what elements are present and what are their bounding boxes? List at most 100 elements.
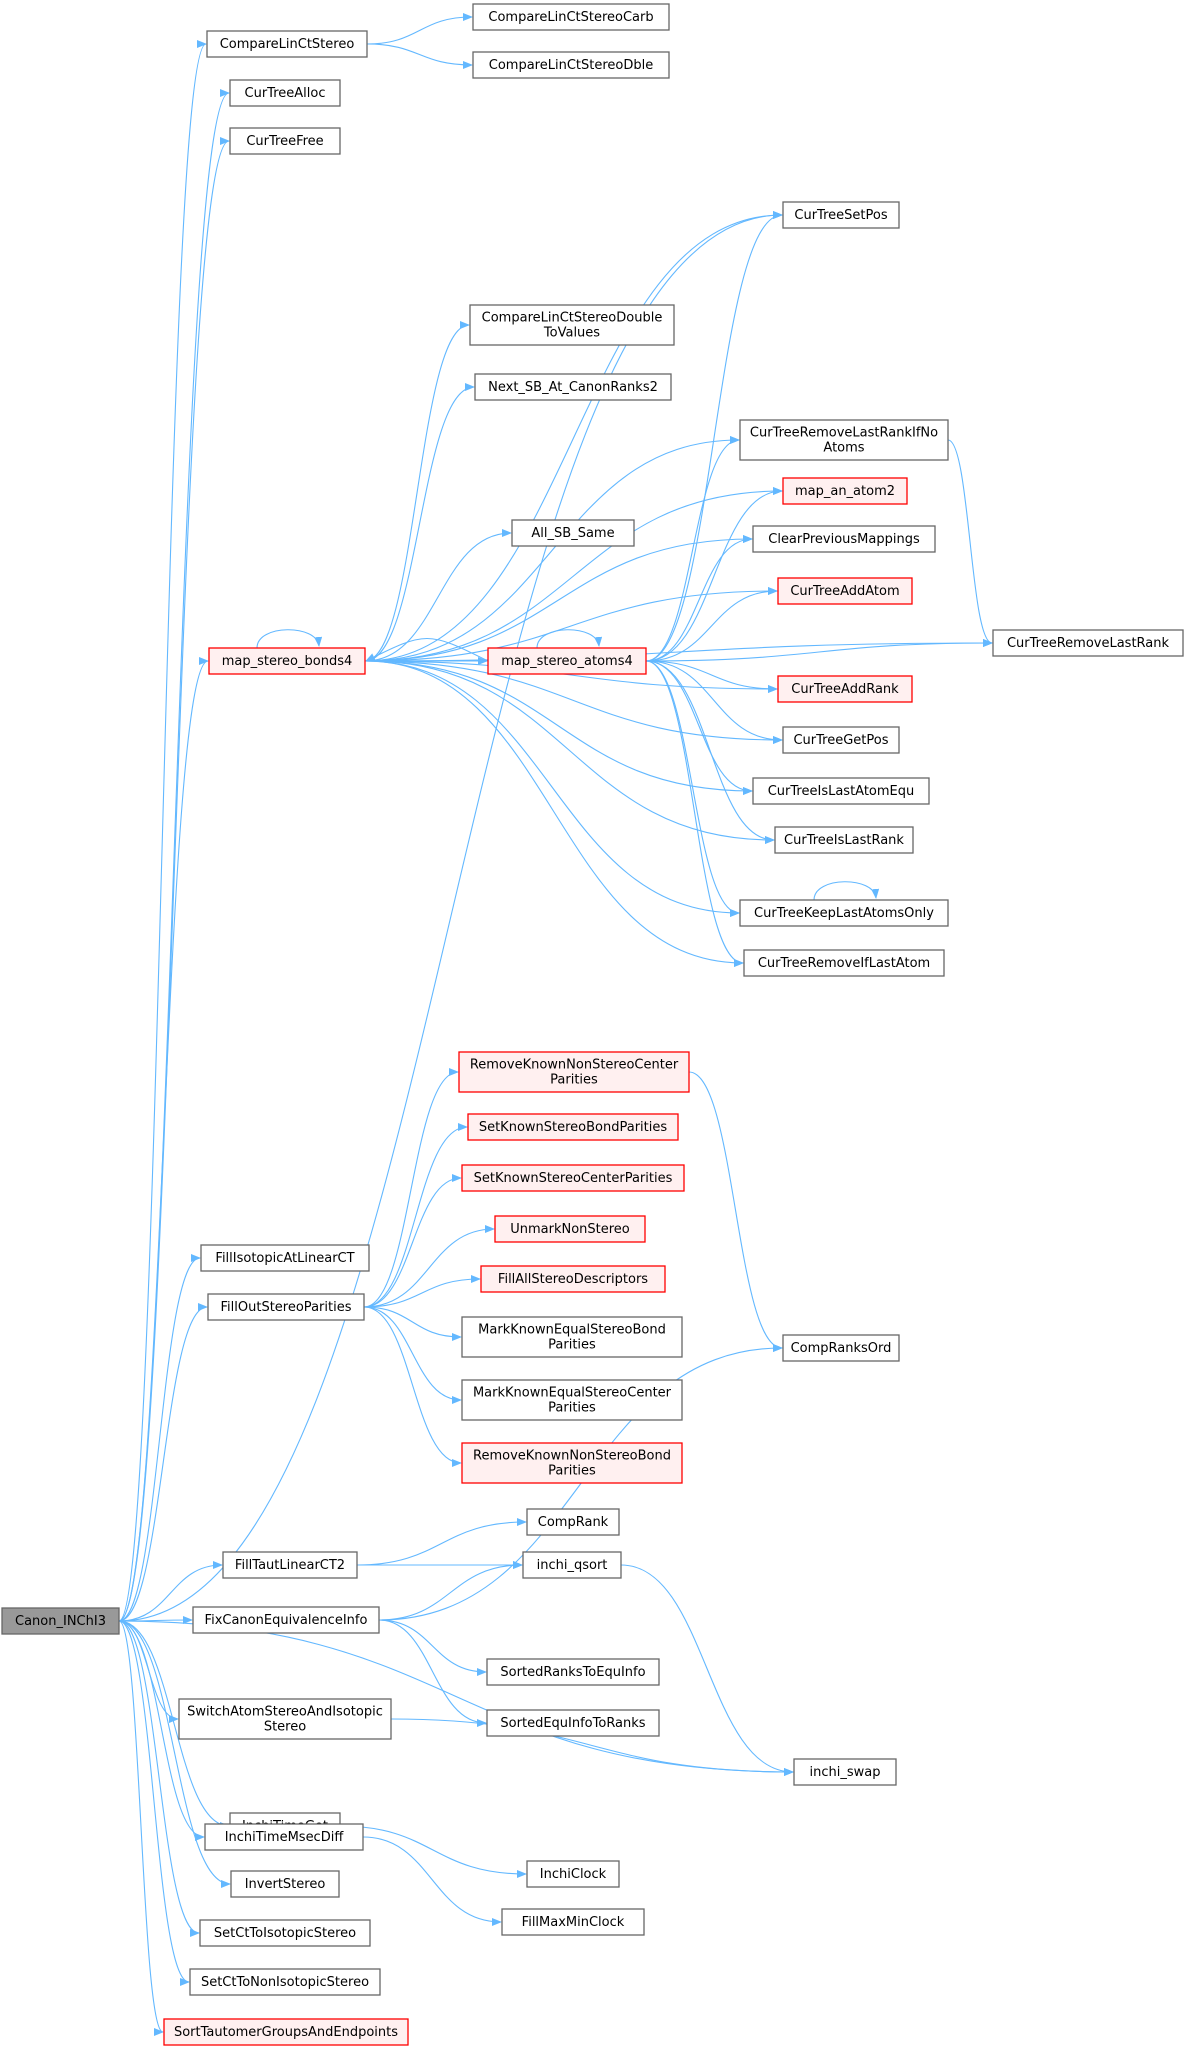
node-box	[486, 1658, 660, 1686]
node-label: All_SB_Same	[531, 526, 614, 541]
node-box	[461, 1442, 683, 1484]
edge-fcei-to-srtei	[378, 1619, 487, 1676]
node-fixcanonequivalenceinfo[interactable]: FixCanonEquivalenceInfo	[192, 1606, 380, 1634]
edge-msb4-to-nsb	[364, 383, 475, 662]
node-box	[486, 1709, 660, 1737]
node-box	[192, 1606, 380, 1634]
node-label: CurTreeKeepLastAtomsOnly	[754, 906, 934, 921]
node-curtreeislastrank[interactable]: CurTreeIsLastRank	[774, 826, 914, 854]
node-label: Parities	[548, 1401, 596, 1416]
edge-clcs-to-clcsd	[366, 43, 473, 69]
node-label: FillMaxMinClock	[522, 1915, 625, 1930]
node-box	[739, 899, 949, 927]
node-unmarknonstereo[interactable]: UnmarkNonStereo	[494, 1215, 646, 1243]
node-label: CurTreeRemoveIfLastAtom	[758, 956, 930, 971]
node-sortedrankstoequinfo[interactable]: SortedRanksToEquInfo	[486, 1658, 660, 1686]
node-label: CurTreeGetPos	[793, 733, 888, 748]
node-filltautlinearct2[interactable]: FillTautLinearCT2	[222, 1551, 358, 1579]
node-label: InvertStereo	[245, 1877, 326, 1892]
node-canon-inchi3[interactable]: Canon_INChI3	[1, 1607, 120, 1635]
node-compranksord[interactable]: CompRanksOrd	[782, 1334, 900, 1362]
edge-msa4-to-ctar	[645, 660, 778, 693]
node-label: CurTreeAddRank	[791, 682, 899, 697]
node-setcttoisotopicstereo[interactable]: SetCtToIsotopicStereo	[199, 1919, 371, 1947]
node-curtreekeeplastatomsonly[interactable]: CurTreeKeepLastAtomsOnly	[739, 899, 949, 927]
node-label: Next_SB_At_CanonRanks2	[488, 380, 658, 395]
node-fillisotopicatlinearct[interactable]: FillIsotopicAtLinearCT	[200, 1244, 370, 1272]
edge-ctrlrna-to-ctrlr	[947, 439, 993, 647]
node-label: SetKnownStereoBondParities	[479, 1120, 668, 1135]
node-setknownstereocenterparities[interactable]: SetKnownStereoCenterParities	[461, 1164, 685, 1192]
node-box	[494, 1215, 646, 1243]
node-inchi-qsort[interactable]: inchi_qsort	[522, 1551, 622, 1579]
edge-canon-to-fosp	[118, 1303, 208, 1622]
node-curtreealloc[interactable]: CurTreeAlloc	[229, 79, 341, 107]
node-comprank[interactable]: CompRank	[526, 1508, 620, 1536]
node-invertstereo[interactable]: InvertStereo	[230, 1870, 340, 1898]
node-label: FillAllStereoDescriptors	[498, 1272, 648, 1287]
node-label: CompareLinCtStereoDouble	[482, 311, 663, 326]
node-box	[199, 1919, 371, 1947]
node-map-stereo-bonds4[interactable]: map_stereo_bonds4	[208, 647, 366, 675]
node-box	[163, 2018, 409, 2046]
node-box	[461, 1316, 683, 1358]
node-map-an-atom2[interactable]: map_an_atom2	[782, 477, 908, 505]
node-label: CompareLinCtStereoDble	[489, 58, 653, 73]
edge-fcei-to-seitr	[378, 1619, 487, 1727]
node-inchiclock[interactable]: InchiClock	[526, 1860, 620, 1888]
node-label: Canon_INChI3	[15, 1614, 106, 1629]
edge-msa4-to-maa2	[645, 487, 783, 662]
node-curtreefree[interactable]: CurTreeFree	[229, 127, 341, 155]
node-curtreesetpos[interactable]: CurTreeSetPos	[782, 201, 900, 229]
node-curtreegetpos[interactable]: CurTreeGetPos	[782, 726, 900, 754]
node-fillallstereodescriptors[interactable]: FillAllStereoDescriptors	[480, 1265, 666, 1293]
node-label: Parities	[548, 1464, 596, 1479]
node-comparelinctstereocarb[interactable]: CompareLinCtStereoCarb	[472, 3, 670, 31]
node-map-stereo-atoms4[interactable]: map_stereo_atoms4	[487, 647, 647, 675]
node-box	[480, 1265, 666, 1293]
node-label: Parities	[550, 1073, 598, 1088]
node-comparelinctstereodble[interactable]: CompareLinCtStereoDble	[472, 51, 670, 79]
node-box	[752, 525, 936, 553]
edge-msb4-to-ctrlr	[364, 639, 993, 662]
node-curtreeremovelastrank[interactable]: CurTreeRemoveLastRank	[992, 629, 1184, 657]
edge-msa4-to-msb4	[365, 637, 489, 662]
node-clearpreviousmappings[interactable]: ClearPreviousMappings	[752, 525, 936, 553]
node-label: CompRank	[538, 1515, 609, 1530]
node-setcttononisotopicstereo[interactable]: SetCtToNonIsotopicStereo	[189, 1968, 381, 1996]
node-next-sb-at-canonranks2[interactable]: Next_SB_At_CanonRanks2	[474, 373, 672, 401]
node-setknownstereobondparities[interactable]: SetKnownStereoBondParities	[467, 1113, 679, 1141]
node-curtreeaddrank[interactable]: CurTreeAddRank	[777, 675, 913, 703]
node-curtreeaddatom[interactable]: CurTreeAddAtom	[777, 577, 913, 605]
node-label: SetKnownStereoCenterParities	[474, 1171, 673, 1186]
edge-canon-to-fisalct	[118, 1254, 201, 1622]
edge-fosp-to-mkescp	[363, 1306, 462, 1404]
node-curtreeremoveiflastatom[interactable]: CurTreeRemoveIfLastAtom	[743, 949, 945, 977]
node-all-sb-same[interactable]: All_SB_Same	[511, 519, 635, 547]
edge-fosp-to-skscp	[363, 1174, 462, 1308]
node-sorttautomergroupsandendpoints[interactable]: SortTautomerGroupsAndEndpoints	[163, 2018, 409, 2046]
node-box	[511, 519, 635, 547]
edge-fosp-to-rknscp	[363, 1068, 459, 1308]
node-box	[189, 1968, 381, 1996]
node-filloutstereoparities[interactable]: FillOutStereoParities	[207, 1293, 365, 1321]
node-inchitimemsecdiff[interactable]: InchiTimeMsecDiff	[204, 1823, 364, 1851]
node-label: FillTautLinearCT2	[235, 1558, 345, 1573]
node-curtreeislastatomequ[interactable]: CurTreeIsLastAtomEqu	[752, 777, 930, 805]
node-box	[782, 201, 900, 229]
node-label: CurTreeFree	[246, 134, 323, 149]
node-sortedequinfotoranks[interactable]: SortedEquInfoToRanks	[486, 1709, 660, 1737]
node-inchi-swap[interactable]: inchi_swap	[793, 1758, 897, 1786]
node-label: InchiClock	[540, 1867, 607, 1882]
node-box	[472, 3, 670, 31]
node-fillmaxminclock[interactable]: FillMaxMinClock	[501, 1908, 645, 1936]
nodes-layer: Canon_INChI3CompareLinCtStereoCompareLin…	[1, 3, 1184, 2046]
node-comparelinctstereo[interactable]: CompareLinCtStereo	[206, 30, 368, 58]
